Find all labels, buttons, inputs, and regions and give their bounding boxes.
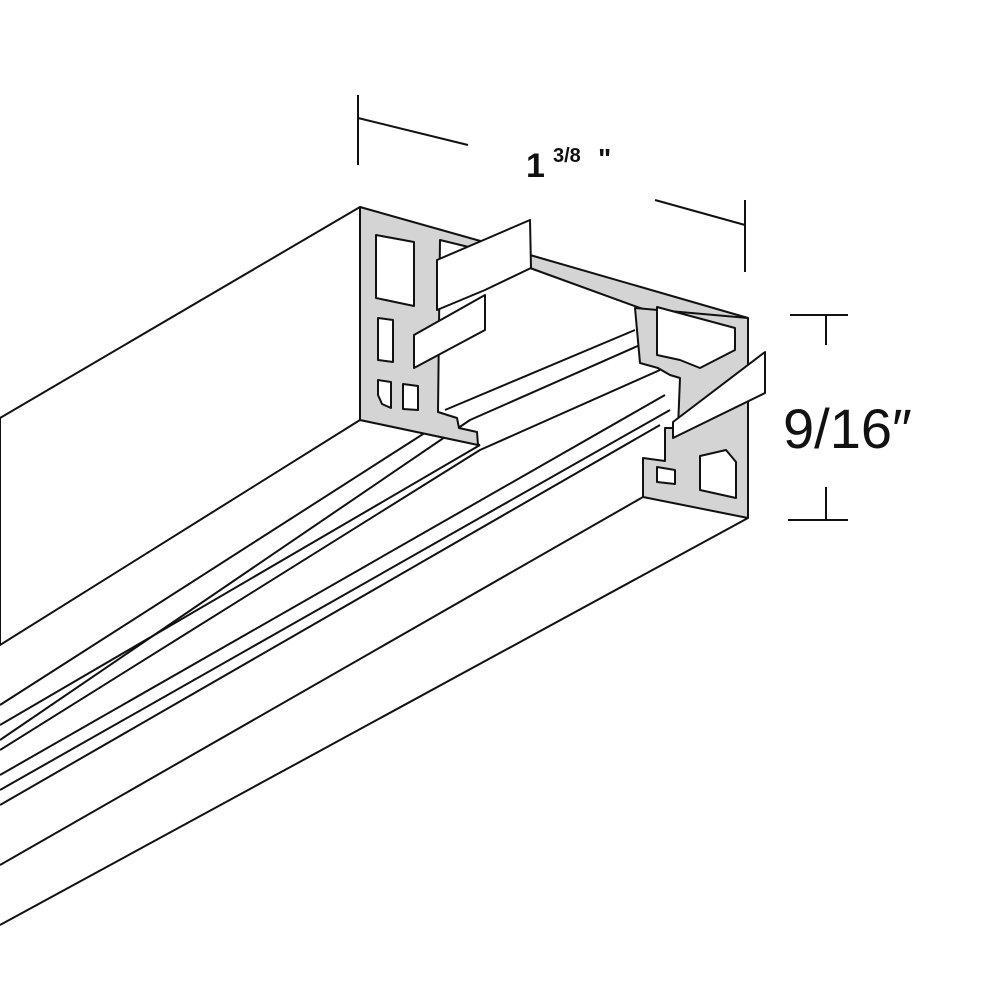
- height-dimension: 9/16″: [783, 314, 912, 521]
- left-side-face: [0, 206, 361, 646]
- width-unit: ": [598, 143, 611, 174]
- width-dimension: 1 3/8 ": [357, 95, 746, 272]
- dim-line: [654, 199, 746, 226]
- bracket-hole: [375, 234, 415, 307]
- width-whole: 1: [526, 147, 545, 185]
- contact-fins: [413, 219, 766, 439]
- bracket-hole: [699, 449, 737, 499]
- lower-fin: [672, 351, 766, 439]
- rib-line: [444, 329, 636, 411]
- upper-fin-lower: [413, 294, 486, 369]
- rib-line: [0, 394, 666, 776]
- channel-line: [0, 444, 481, 726]
- bracket-hole: [656, 466, 676, 485]
- rib-line: [0, 424, 661, 806]
- front-face-top: [0, 496, 644, 866]
- bracket-hole: [656, 306, 736, 369]
- width-fraction: 3/8: [553, 145, 581, 167]
- bracket-hole: [402, 383, 419, 411]
- rib-line: [0, 409, 671, 791]
- height-label: 9/16″: [783, 397, 912, 460]
- channel-line: [0, 419, 446, 706]
- track-body: [0, 206, 749, 926]
- rib-line: [0, 369, 661, 751]
- upper-fin: [436, 219, 532, 311]
- bottom-edge: [0, 517, 749, 926]
- rib-line: [0, 344, 641, 741]
- bracket-hole: [377, 317, 394, 363]
- dim-line: [357, 117, 469, 146]
- bracket-hole: [377, 379, 392, 409]
